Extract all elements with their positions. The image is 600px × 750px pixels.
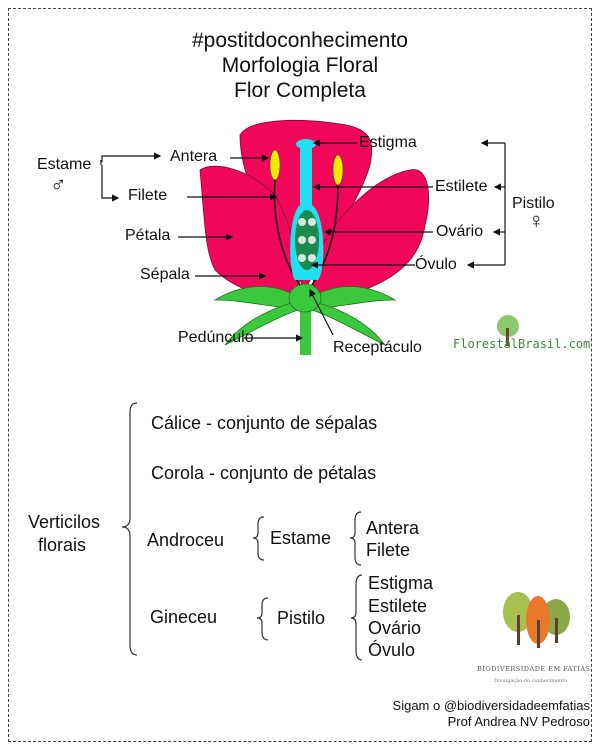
footer-follow: Sigam o @biodiversidadeemfatias (392, 698, 590, 713)
page-title: Morfologia Floral (221, 54, 379, 77)
calice-text: Cálice - conjunto de sépalas (151, 413, 378, 433)
label-sepala: Sépala (140, 266, 190, 283)
label-antera: Antera (170, 148, 218, 165)
summary-braces (121, 402, 363, 661)
logo-name: BIODIVERSIDADE EM FATIAS (477, 665, 591, 673)
female-symbol-icon: ♀ (528, 208, 545, 233)
verticilos-label-1: Verticilos (28, 512, 101, 532)
page-subtitle: Flor Completa (234, 79, 366, 102)
corola-text: Corola - conjunto de pétalas (151, 463, 377, 483)
florestal-brasil-watermark: FlorestalBrasil.com (453, 337, 591, 351)
label-estame: Estame (37, 156, 92, 173)
hashtag-title: #postitdoconhecimento (192, 29, 408, 52)
anther-right (332, 154, 344, 186)
biodiversidade-logo-trees (503, 592, 570, 648)
pistil (290, 139, 324, 280)
label-estigma: Estigma (359, 134, 417, 151)
androceu-label: Androceu (147, 530, 225, 550)
ovulo-part: Óvulo (368, 640, 416, 660)
label-filete: Filete (128, 187, 168, 204)
logo-tagline: Divulgação do conhecimento (494, 678, 568, 684)
estigma-part: Estigma (368, 573, 434, 593)
sepals (213, 286, 397, 346)
label-receptaculo: Receptáculo (333, 339, 422, 356)
label-ovulo: Óvulo (415, 256, 457, 273)
male-symbol-icon: ♂ (50, 172, 67, 197)
receptacle (288, 283, 322, 313)
label-ovario: Ovário (436, 223, 484, 240)
filete-part: Filete (366, 540, 411, 560)
footer-author: Prof Andrea NV Pedroso (447, 714, 590, 729)
leader-lines (101, 139, 505, 342)
antera-part: Antera (366, 518, 420, 538)
estame-label: Estame (270, 528, 332, 548)
pistilo-label: Pistilo (277, 608, 326, 628)
verticilos-label-2: florais (38, 535, 87, 555)
dashed-frame (8, 8, 592, 742)
florestal-brasil-logo-tree (497, 315, 519, 346)
anther-left (269, 149, 281, 181)
ovario-part: Ovário (368, 618, 422, 638)
label-estilete: Estilete (435, 178, 488, 195)
gineceu-label: Gineceu (150, 607, 218, 627)
label-petala: Pétala (125, 227, 171, 244)
peduncle-stem (300, 305, 311, 355)
estilete-part: Estilete (368, 596, 428, 616)
label-pedunculo: Pedúnculo (178, 329, 254, 346)
label-pistilo: Pistilo (512, 195, 555, 212)
